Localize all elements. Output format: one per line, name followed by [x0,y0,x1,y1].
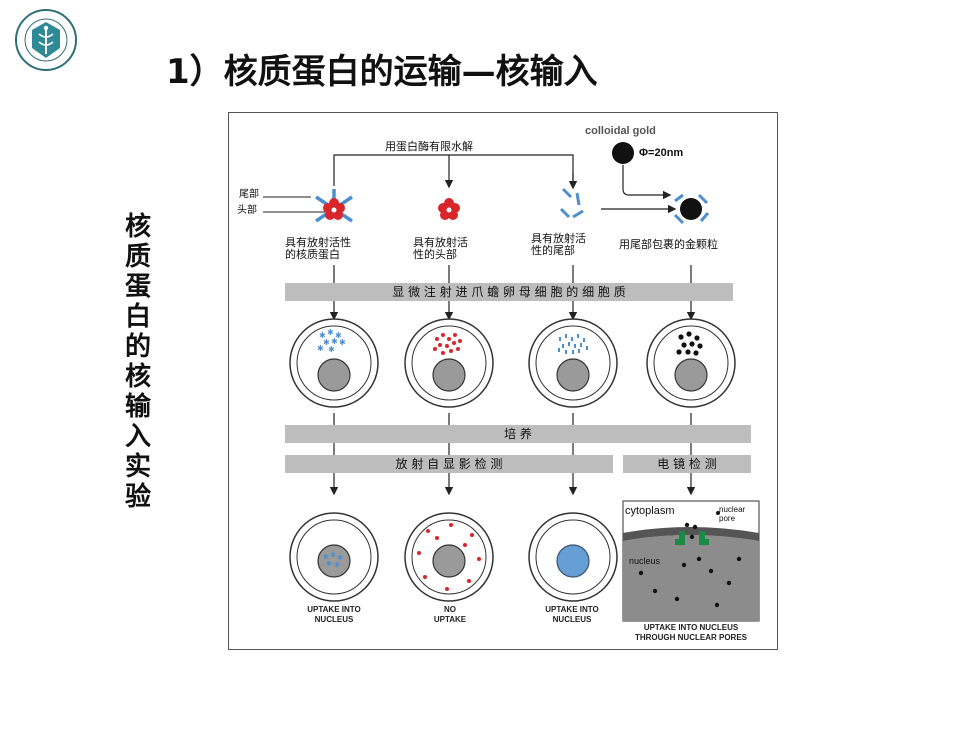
oocyte-3-injected [528,318,618,408]
svg-text:✱: ✱ [328,345,335,354]
nucleoplasmin-icon [315,189,353,223]
oocyte-2-result [404,512,494,602]
svg-text:✱: ✱ [331,337,338,346]
svg-text:✱: ✱ [337,554,343,562]
figure-drawing: ✱✱✱ ✱✱✱ ✱✱ [263,142,760,622]
culture-bar: 培 养 [285,425,751,443]
oocyte-1-injected: ✱✱✱ ✱✱✱ ✱✱ [289,318,379,408]
nucleus-label: nucleus [629,556,661,566]
colloidal-gold-label: colloidal gold [585,125,656,137]
oocyte-row-injected: ✱✱✱ ✱✱✱ ✱✱ [289,318,736,408]
em-bar: 电 镜 检 测 [623,455,751,473]
experiment-figure: ✱✱✱ ✱✱✱ ✱✱ [228,112,778,650]
svg-text:✱: ✱ [334,561,340,569]
nuclear-pore-label: nuclear pore [719,505,746,523]
svg-text:✱: ✱ [319,331,326,340]
protein-label-4: 用尾部包裹的金颗粒 [619,238,718,251]
side-title: 核质蛋白的核输入实验 [124,212,151,512]
oocyte-2-injected [404,318,494,408]
svg-text:✱: ✱ [339,338,346,347]
svg-text:✱: ✱ [326,560,332,568]
oocyte-row-results: ✱✱✱ ✱✱ [289,512,618,602]
gold-particle-icon [612,142,634,164]
nuclear-pore-icon [675,531,709,545]
outcome-label-4: UPTAKE INTO NUCLEUS THROUGH NUCLEAR PORE… [634,623,747,642]
head-domain-icon [438,198,460,220]
hydrolysis-bracket [333,154,578,190]
gold-size-label: Φ=20nm [639,147,684,159]
outcome-label-2: NO UPTAKE [433,605,467,624]
oocyte-4-injected [646,318,736,408]
em-panel [622,500,760,622]
tail-label: 尾部 [239,189,259,200]
svg-text:✱: ✱ [327,328,334,337]
head-label: 头部 [237,205,257,216]
svg-text:✱: ✱ [317,344,324,353]
protein-label-1: 具有放射活性 的核质蛋白 [285,236,351,261]
university-seal-logo [15,9,77,71]
cytoplasm-label: cytoplasm [625,505,675,517]
gold-coated-tails-icon [673,193,710,225]
svg-text:✱: ✱ [323,338,330,347]
oocyte-1-result: ✱✱✱ ✱✱ [289,512,379,602]
injection-bar: 显 微 注 射 进 爪 蟾 卵 母 细 胞 的 细 胞 质 [285,283,733,301]
outcome-label-1: UPTAKE INTO NUCLEUS [307,605,361,624]
protein-label-2: 具有放射活 性的头部 [413,236,468,261]
svg-text:✱: ✱ [323,553,329,561]
svg-text:✱: ✱ [330,551,336,559]
outcome-label-3: UPTAKE INTO NUCLEUS [545,605,599,624]
autoradiography-bar: 放 射 自 显 影 检 测 [285,455,613,473]
page-title: 1）核质蛋白的运输—核输入 [166,52,598,92]
svg-text:✱: ✱ [335,331,342,340]
protein-label-3: 具有放射活 性的尾部 [531,232,586,257]
tail-domain-icon [559,187,584,219]
oocyte-3-result [528,512,618,602]
gold-particle-arrow [601,142,677,214]
hydrolysis-label: 用蛋白酶有限水解 [385,140,473,153]
